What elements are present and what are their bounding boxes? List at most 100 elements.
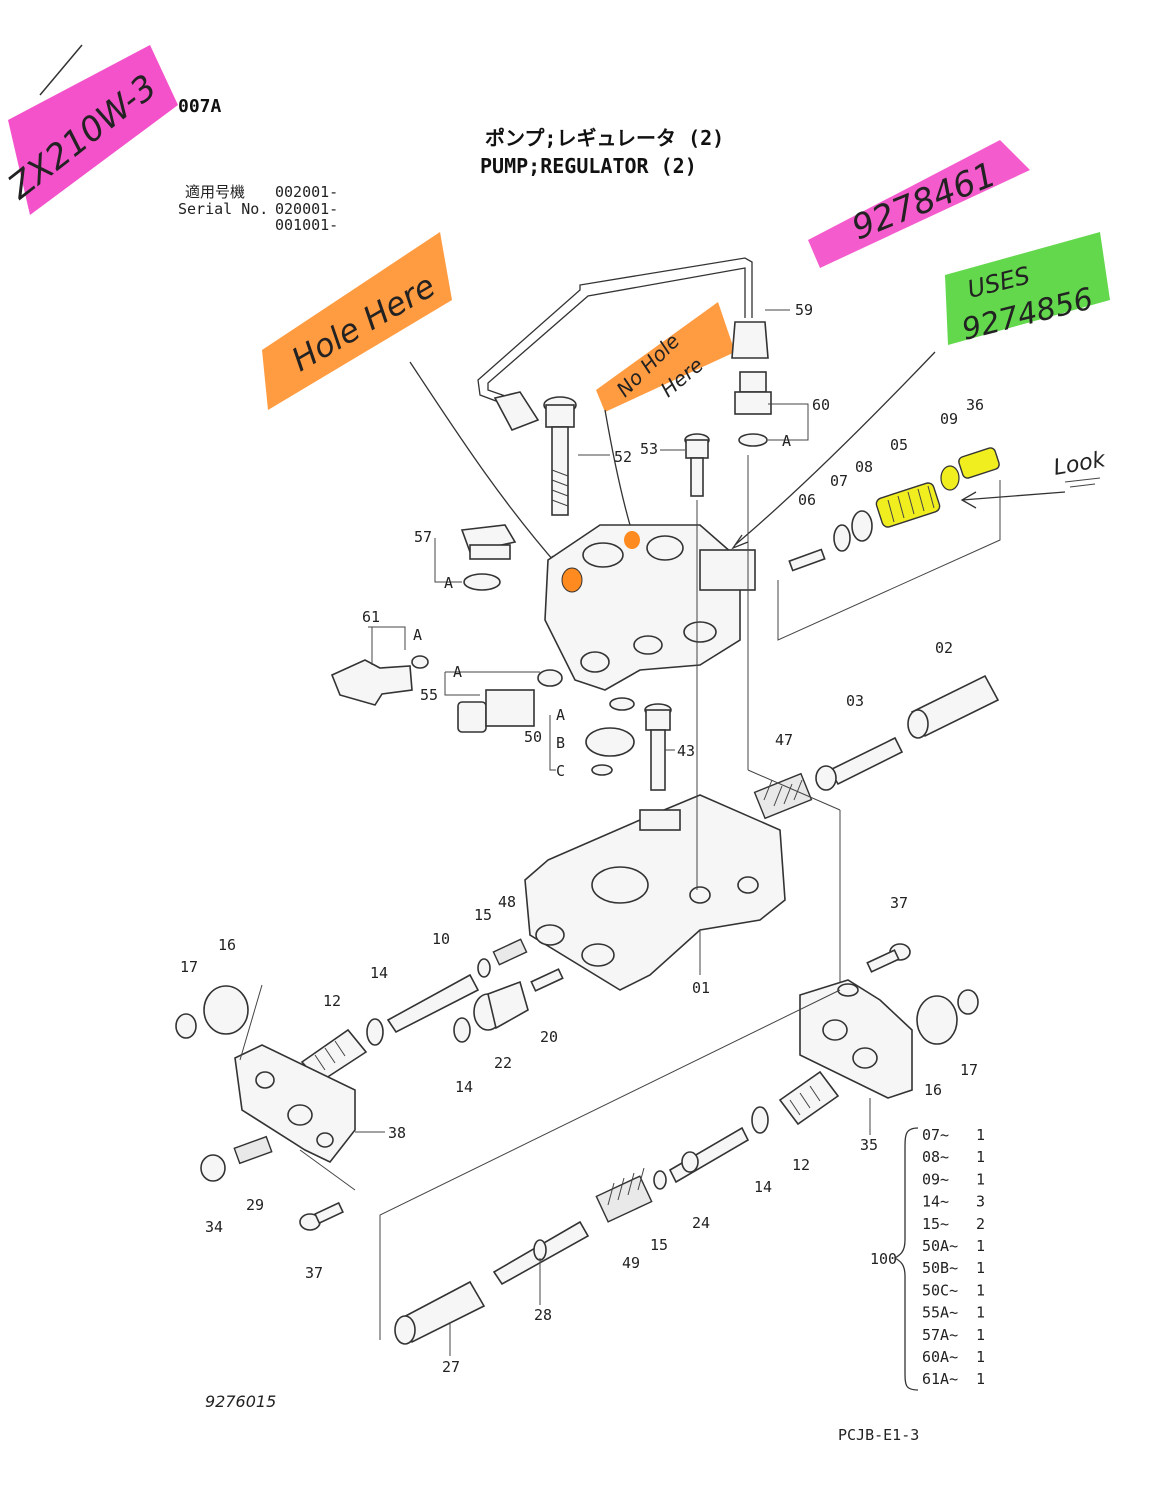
callout-38: 38 — [388, 1124, 406, 1142]
part-34-nut — [200, 1154, 226, 1182]
serial-number-3: 001001- — [275, 216, 338, 234]
part-38-cover — [234, 1044, 356, 1163]
part-02-sleeve — [907, 674, 1000, 739]
callout-61-a: A — [413, 626, 422, 644]
part-28-spool — [492, 1220, 590, 1286]
part-48-spring — [492, 938, 528, 966]
kit-item-qty: 1 — [976, 1326, 985, 1344]
callout-12: 12 — [323, 992, 341, 1010]
callout-61: 61 — [362, 608, 380, 626]
callout-50-a: A — [556, 706, 565, 724]
part-53-bolt — [684, 433, 710, 497]
part-50a-o-ring — [609, 697, 635, 711]
part-03-spool — [815, 736, 904, 791]
part-08-washer — [851, 510, 873, 542]
page-code: PCJB-E1-3 — [838, 1426, 919, 1444]
kit-item-qty: 1 — [976, 1126, 985, 1144]
callout-52: 52 — [614, 448, 632, 466]
part-52-bolt — [543, 396, 577, 516]
title-japanese: ポンプ;レギュレータ (2) — [485, 126, 724, 150]
title-english: PUMP;REGULATOR (2) — [480, 154, 697, 178]
part-15-o-ring — [477, 958, 491, 978]
kit-item-qty: 2 — [976, 1215, 985, 1233]
kit-item-code: 07~ — [922, 1126, 949, 1144]
kit-item-code: 50C~ — [922, 1281, 958, 1299]
callout-28: 28 — [534, 1306, 552, 1324]
upper-regulator-housing — [544, 524, 756, 691]
document-code: 007A — [178, 96, 222, 117]
callout-17: 17 — [180, 958, 198, 976]
callout-60-a: A — [782, 432, 791, 450]
callout-27: 27 — [442, 1358, 460, 1376]
callout-47: 47 — [775, 731, 793, 749]
kit-label: 100 — [870, 1250, 897, 1268]
callout-12b: 12 — [792, 1156, 810, 1174]
callout-55-a: A — [453, 663, 462, 681]
part-57-plug — [460, 524, 517, 591]
part-14b-o-ring — [453, 1017, 471, 1043]
part-05-spring — [875, 482, 941, 528]
part-14-o-ring — [366, 1018, 384, 1046]
part-17b-nut — [957, 989, 979, 1015]
part-22-piston — [473, 980, 529, 1031]
callout-59: 59 — [795, 301, 813, 319]
part-number-annotation: 9278461 — [808, 140, 1030, 268]
part-15b-o-ring — [653, 1170, 667, 1190]
kit-item-qty: 1 — [976, 1148, 985, 1166]
callout-55: 55 — [420, 686, 438, 704]
callout-50-c: C — [556, 762, 565, 780]
part-50b-o-ring — [585, 727, 635, 757]
callout-60: 60 — [812, 396, 830, 414]
kit-item-code: 50A~ — [922, 1237, 958, 1255]
part-43-bolt — [644, 703, 672, 791]
kit-item-qty: 1 — [976, 1281, 985, 1299]
part-37b-bolt — [299, 1201, 344, 1231]
part-59-pipe — [477, 257, 769, 432]
serial-label-english: Serial No. — [178, 200, 268, 218]
figure-number: 9276015 — [205, 1392, 276, 1411]
part-10-screw — [386, 973, 480, 1034]
callout-06: 06 — [798, 491, 816, 509]
callout-16b: 16 — [924, 1081, 942, 1099]
part-20-pin — [530, 968, 564, 992]
kit-item-qty: 1 — [976, 1237, 985, 1255]
kit-item-qty: 1 — [976, 1304, 985, 1322]
part-60-fitting — [734, 371, 772, 447]
callout-16: 16 — [218, 936, 236, 954]
callout-50-b: B — [556, 734, 565, 752]
callout-14: 14 — [370, 964, 388, 982]
serial-number-1: 002001- — [275, 183, 338, 201]
part-01-main-housing — [524, 794, 786, 991]
part-37-bolt — [866, 943, 911, 973]
uses-annotation: USES 9274856 — [945, 232, 1110, 348]
part-49-spring — [595, 1167, 653, 1223]
serial-label-japanese: 適用号機 — [185, 183, 245, 201]
callout-37b: 37 — [305, 1264, 323, 1282]
callout-57: 57 — [414, 528, 432, 546]
part-07-o-ring — [833, 524, 851, 552]
part-55-pressure-sensor — [457, 669, 563, 733]
kit-item-code: 50B~ — [922, 1259, 958, 1277]
callout-20: 20 — [540, 1028, 558, 1046]
callout-01: 01 — [692, 979, 710, 997]
callout-48: 48 — [498, 893, 516, 911]
callout-29: 29 — [246, 1196, 264, 1214]
callout-15b: 15 — [650, 1236, 668, 1254]
serial-number-2: 020001- — [275, 200, 338, 218]
kit-item-code: 08~ — [922, 1148, 949, 1166]
part-16-nut — [203, 985, 249, 1035]
part-35-cover — [799, 979, 913, 1099]
callout-36: 36 — [966, 396, 984, 414]
part-12b-adjuster — [778, 1070, 840, 1126]
kit-item-code: 60A~ — [922, 1348, 958, 1366]
part-16b-nut — [916, 995, 958, 1045]
part-50c-o-ring — [591, 764, 613, 776]
callout-09: 09 — [940, 410, 958, 428]
part-61-elbow — [330, 655, 429, 706]
part-29-screw — [233, 1135, 273, 1165]
kit-item-code: 61A~ — [922, 1370, 958, 1388]
part-17-nut — [175, 1013, 197, 1039]
kit-item-code: 57A~ — [922, 1326, 958, 1344]
callout-17b: 17 — [960, 1061, 978, 1079]
